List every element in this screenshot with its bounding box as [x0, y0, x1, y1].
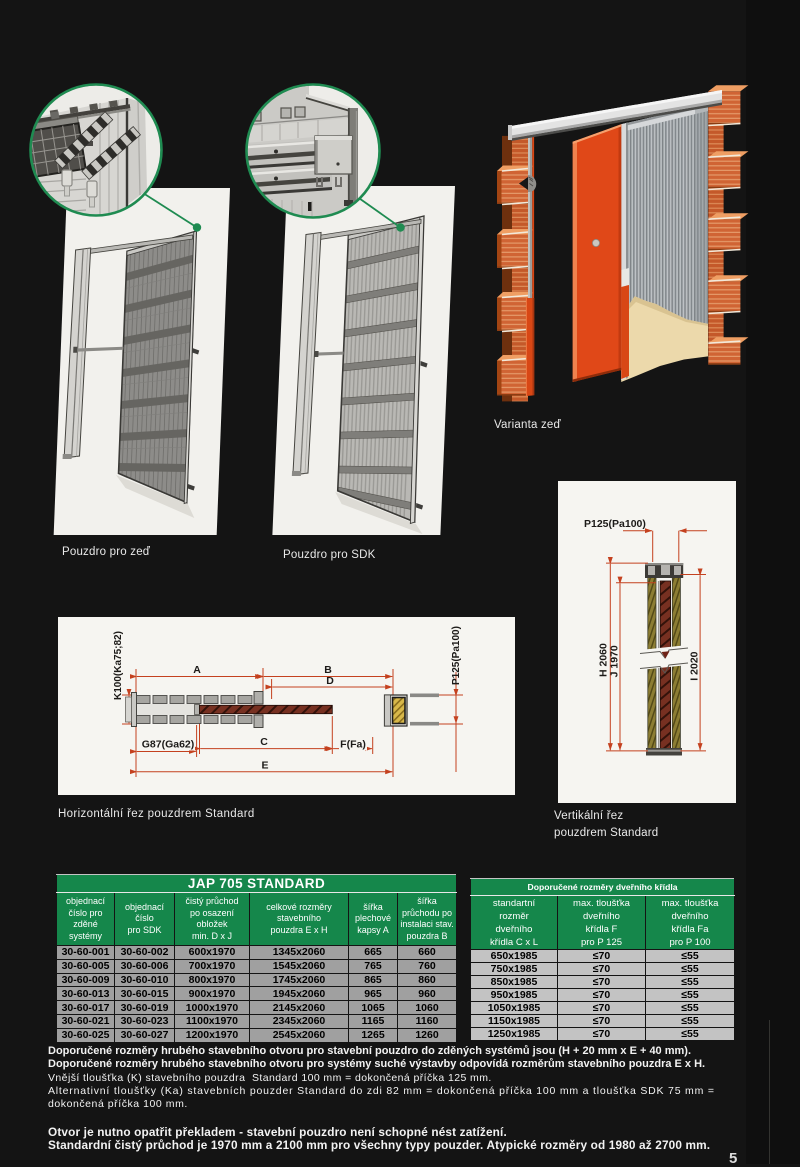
svg-text:P125(Pa100): P125(Pa100)	[584, 518, 646, 530]
svg-text:J 1970: J 1970	[609, 645, 621, 677]
svg-text:P125(Pa100): P125(Pa100)	[451, 626, 462, 685]
svg-text:B: B	[324, 664, 332, 676]
svg-text:H 2060: H 2060	[598, 643, 610, 677]
svg-text:F(Fa): F(Fa)	[340, 739, 366, 751]
svg-text:E: E	[261, 760, 268, 772]
svg-text:I 2020: I 2020	[689, 651, 701, 680]
svg-text:K100(Ka75;82): K100(Ka75;82)	[113, 631, 124, 700]
svg-text:D: D	[326, 675, 334, 687]
svg-text:G87(Ga62): G87(Ga62)	[142, 739, 195, 751]
svg-text:C: C	[260, 736, 268, 748]
svg-text:A: A	[193, 664, 201, 676]
